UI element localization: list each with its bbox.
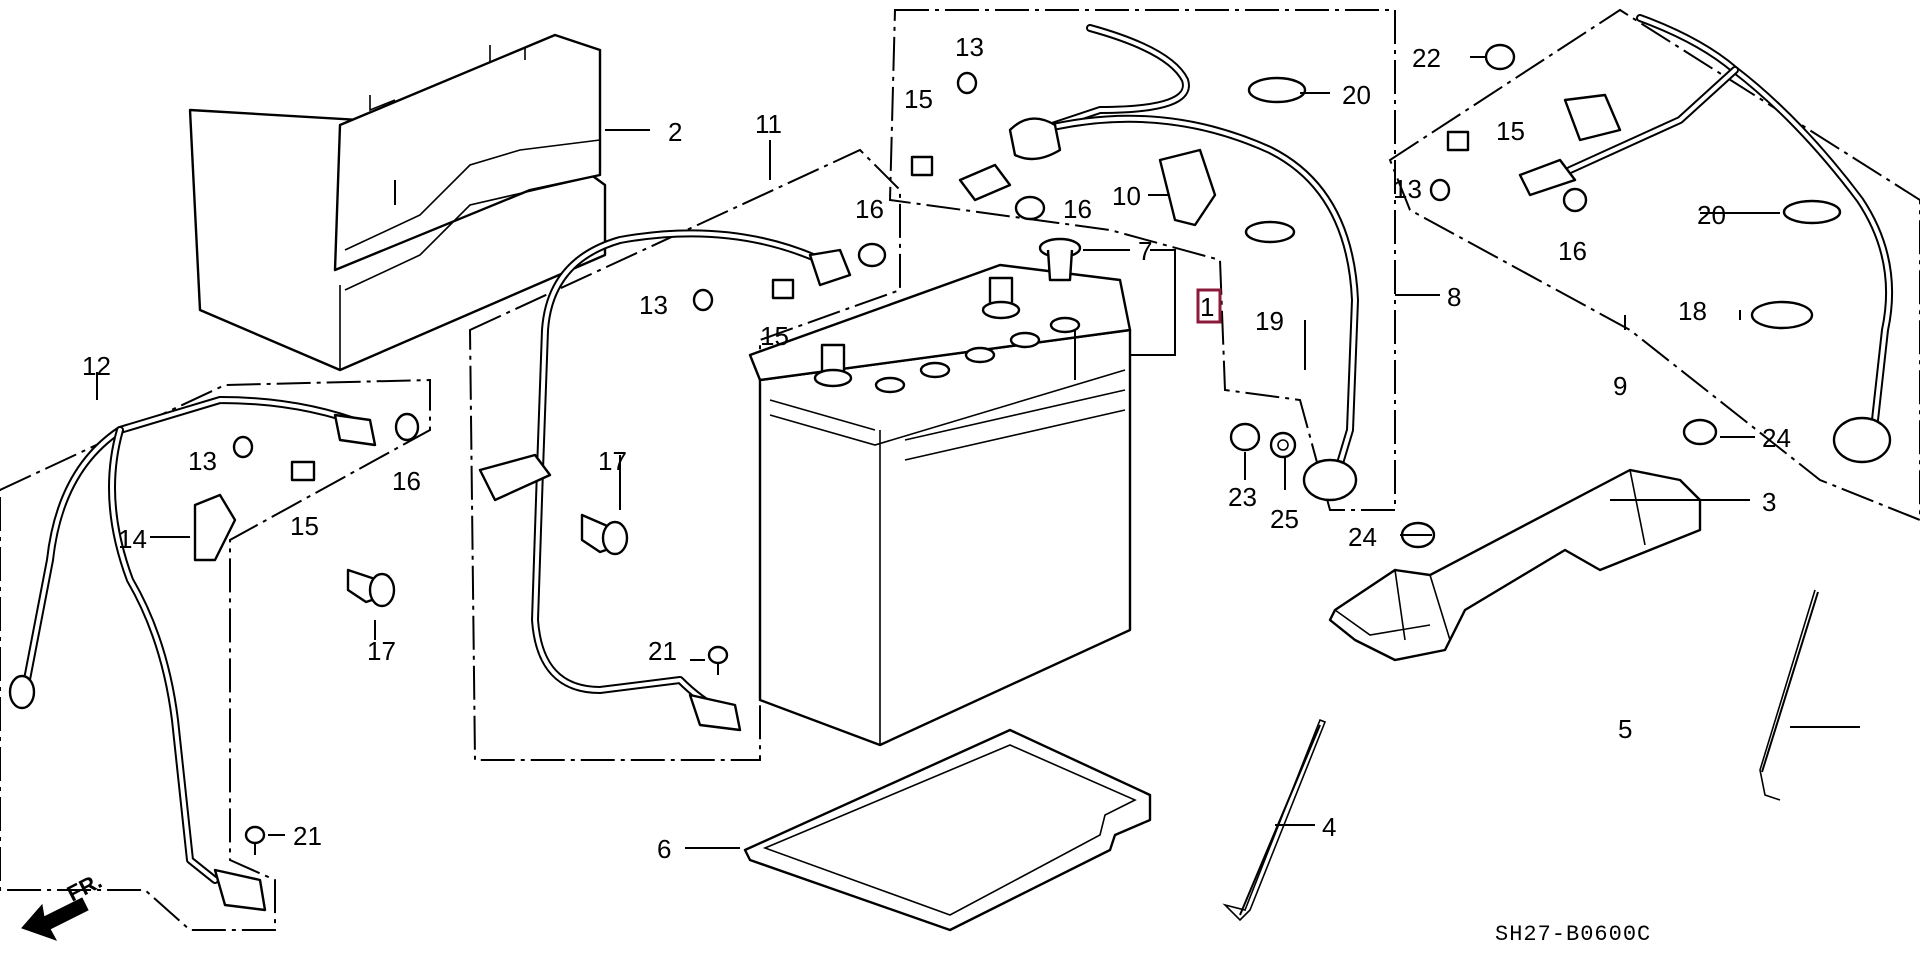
callout-14: 14	[118, 524, 147, 554]
nut-16d	[1562, 187, 1588, 213]
bracket-10	[1158, 148, 1217, 227]
callout-4: 4	[1322, 812, 1336, 842]
frame-cable-8	[888, 9, 1396, 511]
clip-15a	[771, 278, 795, 300]
clip-15b	[290, 460, 316, 482]
callout-23: 23	[1228, 482, 1257, 512]
bolt-21b	[244, 825, 266, 855]
callout-6: 6	[657, 834, 671, 864]
ground-cable-8	[958, 24, 1359, 502]
engine-ground-cable-9	[1518, 14, 1894, 464]
clip-13a	[692, 288, 714, 312]
callout-24b: 24	[1348, 522, 1377, 552]
drawing-code: SH27-B0600C	[1495, 922, 1651, 947]
callout-21a: 21	[648, 636, 677, 666]
vent-plug-7	[1038, 237, 1082, 282]
nut-23	[1229, 422, 1261, 452]
battery-post-negative	[981, 276, 1021, 320]
clip-13b	[232, 435, 254, 459]
nut-16a	[857, 242, 887, 268]
callout-18: 18	[1678, 296, 1707, 326]
callout-16c: 16	[1063, 194, 1092, 224]
callout-16d: 16	[1558, 236, 1587, 266]
callout-13d: 13	[1393, 174, 1422, 204]
highlight-box	[1196, 288, 1222, 324]
clip-19	[1244, 220, 1296, 244]
callout-15a: 15	[760, 321, 789, 351]
callout-17a: 17	[598, 446, 627, 476]
callout-labels: 2 3 4 5 6 7 8 9 10 11 12 13 13 13 13 14 …	[82, 32, 1791, 864]
callout-8: 8	[1447, 282, 1461, 312]
callout-5: 5	[1618, 714, 1632, 744]
callout-22: 22	[1412, 43, 1441, 73]
callout-16a: 16	[855, 194, 884, 224]
callout-1-highlighted[interactable]: 1	[1196, 288, 1222, 324]
callout-13b: 13	[188, 446, 217, 476]
clip-20b	[1782, 199, 1842, 225]
callout-24a: 24	[1762, 423, 1791, 453]
front-direction-indicator: FR.	[21, 868, 106, 941]
callout-13c: 13	[955, 32, 984, 62]
bolt-17a	[580, 513, 629, 556]
hold-down-rod-4	[1222, 718, 1327, 922]
nut-24a	[1682, 418, 1718, 446]
callout-17b: 17	[367, 636, 396, 666]
frame-cable-11	[468, 148, 901, 761]
front-arrow-icon	[21, 897, 89, 941]
leader-lines	[96, 56, 1860, 849]
bolt-17b	[346, 568, 396, 608]
clip-13c	[956, 71, 978, 95]
bolt-21a	[707, 645, 729, 675]
nut-16c	[1014, 195, 1046, 221]
callout-19: 19	[1255, 306, 1284, 336]
hardware-parts	[193, 43, 1842, 855]
assembly-frames	[0, 8, 1920, 931]
clip-15c	[910, 155, 934, 177]
callout-9: 9	[1613, 371, 1627, 401]
callout-3: 3	[1762, 487, 1776, 517]
clip-13d	[1429, 178, 1451, 202]
hold-down-bracket-3	[1328, 468, 1702, 662]
callout-13a: 13	[639, 290, 668, 320]
callout-12: 12	[82, 351, 111, 381]
battery-tray-6	[743, 728, 1152, 932]
callout-7: 7	[1138, 236, 1152, 266]
front-arrow-label: FR.	[63, 868, 106, 906]
callout-20b: 20	[1697, 200, 1726, 230]
callout-20a: 20	[1342, 80, 1371, 110]
callout-2: 2	[668, 117, 682, 147]
hold-down-rod-5	[1759, 589, 1819, 801]
clip-15d	[1446, 130, 1470, 152]
nut-16b	[394, 412, 420, 442]
frame-cable-9	[1388, 8, 1920, 522]
nut-22	[1484, 43, 1516, 71]
callout-25: 25	[1270, 504, 1299, 534]
washer-25	[1269, 431, 1297, 459]
clip-20a	[1247, 76, 1307, 104]
callout-15d: 15	[1496, 116, 1525, 146]
starter-cable-12	[8, 396, 377, 912]
callout-11: 11	[755, 109, 782, 139]
battery-post-positive	[813, 343, 853, 388]
callout-15b: 15	[290, 511, 319, 541]
callout-1: 1	[1200, 292, 1214, 322]
callout-16b: 16	[392, 466, 421, 496]
battery-cover-2	[188, 33, 607, 372]
callout-10: 10	[1112, 181, 1141, 211]
callout-21b: 21	[293, 821, 322, 851]
callout-15c: 15	[904, 84, 933, 114]
frame-cable-12	[0, 378, 431, 931]
clip-18	[1750, 300, 1814, 330]
positive-cable-11	[478, 229, 852, 732]
battery-1	[748, 263, 1132, 747]
bracket-14	[193, 493, 237, 562]
